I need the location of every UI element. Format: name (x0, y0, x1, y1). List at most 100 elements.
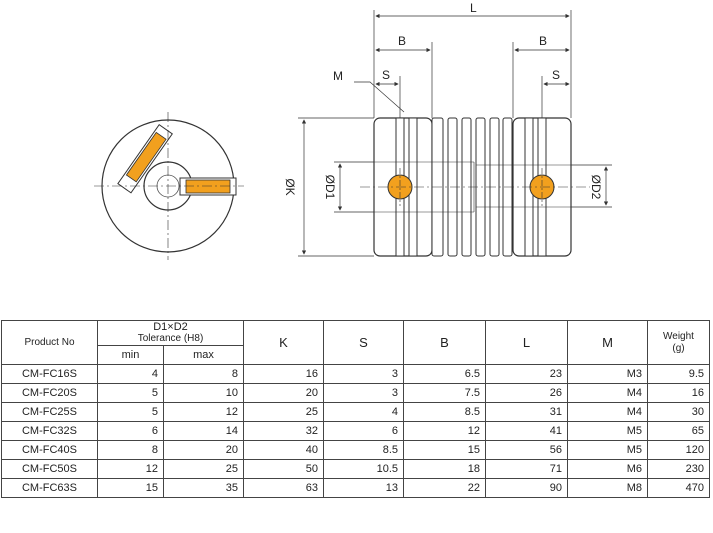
screw-slot-right (179, 177, 237, 196)
subheader-row: min max (2, 345, 710, 365)
cell-m: M8 (567, 478, 648, 498)
cell-d-max: 14 (163, 421, 244, 441)
dim-label-s-right: S (552, 68, 560, 82)
dim-label-k: ØK (283, 178, 297, 195)
cell-l: 26 (485, 383, 568, 403)
cell-d-max: 10 (163, 383, 244, 403)
cell-k: 20 (243, 383, 324, 403)
cell-b: 7.5 (403, 383, 486, 403)
cell-d-min: 5 (97, 402, 164, 422)
header-tolerance: Tolerance (H8) (137, 333, 204, 344)
cell-b: 18 (403, 459, 486, 479)
cell-k: 50 (243, 459, 324, 479)
cell-d-min: 5 (97, 383, 164, 403)
cell-d-max: 35 (163, 478, 244, 498)
dim-label-l: L (470, 1, 477, 15)
dimensions (298, 10, 612, 257)
cell-d-min: 6 (97, 421, 164, 441)
cell-l: 56 (485, 440, 568, 460)
cell-m: M4 (567, 402, 648, 422)
cell-s: 3 (323, 383, 404, 403)
cell-product-no: CM-FC25S (1, 402, 98, 422)
cell-m: M5 (567, 440, 648, 460)
header-weight-label: Weight (663, 330, 694, 342)
dim-label-d1: ØD1 (323, 175, 337, 200)
cell-k: 63 (243, 478, 324, 498)
dim-label-s-left: S (382, 68, 390, 82)
header-product-no: Product No (1, 320, 98, 365)
dim-label-m: M (333, 69, 343, 83)
cell-weight: 30 (647, 402, 710, 422)
cell-k: 32 (243, 421, 324, 441)
cell-product-no: CM-FC63S (1, 478, 98, 498)
cell-d-max: 25 (163, 459, 244, 479)
cell-l: 23 (485, 364, 568, 384)
cell-d-min: 4 (97, 364, 164, 384)
cell-weight: 230 (647, 459, 710, 479)
cell-s: 3 (323, 364, 404, 384)
cell-s: 10.5 (323, 459, 404, 479)
cell-d-min: 8 (97, 440, 164, 460)
header-l: L (485, 320, 568, 365)
header-b: B (403, 320, 486, 365)
cell-k: 40 (243, 440, 324, 460)
cell-s: 6 (323, 421, 404, 441)
header-m: M (567, 320, 648, 365)
header-s: S (323, 320, 404, 365)
header-weight: Weight (g) (647, 320, 710, 365)
header-weight-unit: (g) (672, 342, 685, 354)
cell-weight: 470 (647, 478, 710, 498)
cell-b: 22 (403, 478, 486, 498)
header-row: Product No D1×D2 Tolerance (H8) K S B L … (1, 320, 710, 365)
cell-m: M4 (567, 383, 648, 403)
cell-b: 15 (403, 440, 486, 460)
cell-d-max: 12 (163, 402, 244, 422)
cell-weight: 65 (647, 421, 710, 441)
spec-table: Product No D1×D2 Tolerance (H8) K S B L … (1, 320, 710, 498)
cell-d-min: 12 (97, 459, 164, 479)
cell-d-max: 8 (163, 364, 244, 384)
cell-b: 6.5 (403, 364, 486, 384)
cell-weight: 9.5 (647, 364, 710, 384)
header-min: min (97, 345, 164, 365)
cell-d-min: 15 (97, 478, 164, 498)
side-view (360, 117, 590, 257)
cell-l: 41 (485, 421, 568, 441)
dim-label-d2: ØD2 (589, 175, 603, 200)
cell-product-no: CM-FC50S (1, 459, 98, 479)
cell-b: 12 (403, 421, 486, 441)
cell-b: 8.5 (403, 402, 486, 422)
cell-weight: 16 (647, 383, 710, 403)
cell-m: M6 (567, 459, 648, 479)
cell-s: 8.5 (323, 440, 404, 460)
cell-m: M5 (567, 421, 648, 441)
cell-m: M3 (567, 364, 648, 384)
cell-k: 16 (243, 364, 324, 384)
cell-l: 31 (485, 402, 568, 422)
cell-product-no: CM-FC32S (1, 421, 98, 441)
cell-weight: 120 (647, 440, 710, 460)
header-d1d2: D1×D2 Tolerance (H8) (97, 320, 244, 346)
header-max: max (163, 345, 244, 365)
cell-l: 90 (485, 478, 568, 498)
dim-label-b-right: B (539, 34, 547, 48)
screw-slot-upper (117, 123, 173, 194)
cell-l: 71 (485, 459, 568, 479)
cell-product-no: CM-FC40S (1, 440, 98, 460)
cell-s: 4 (323, 402, 404, 422)
cell-k: 25 (243, 402, 324, 422)
dim-label-b-left: B (398, 34, 406, 48)
header-d1d2-label: D1×D2 (153, 321, 188, 333)
cell-s: 13 (323, 478, 404, 498)
cell-product-no: CM-FC20S (1, 383, 98, 403)
coupling-drawing: L B B S S M ØK ØD1 ØD2 (94, 1, 612, 260)
end-view (94, 112, 244, 260)
